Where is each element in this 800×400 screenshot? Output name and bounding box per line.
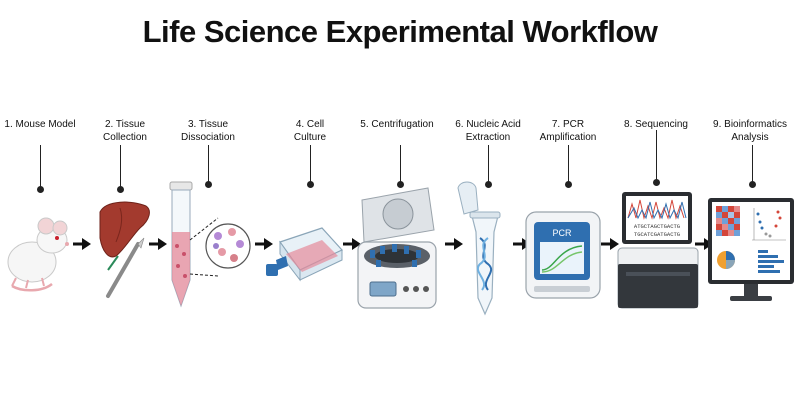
analysis-monitor-icon (708, 198, 794, 301)
step-label-sequencing: 8. Sequencing (624, 119, 688, 130)
mouse-icon (7, 217, 69, 292)
connector-line (117, 145, 124, 193)
volcano-plot-icon (752, 208, 786, 241)
sequence-line: TGCATCGATGACTG (634, 231, 680, 238)
flow-arrow-icon (149, 238, 167, 250)
page-title: Life Science Experimental Workflow (142, 14, 658, 49)
liver-scalpel-icon (99, 201, 150, 298)
connector-line (37, 145, 44, 193)
pie-chart-icon (717, 251, 735, 269)
step-label-mouse-model: 1. Mouse Model (4, 119, 76, 130)
connector-line (749, 145, 756, 188)
step-label-nucleic-acid-extraction: 6. Nucleic Acid Extraction (455, 119, 521, 143)
connector-line (485, 145, 492, 188)
connector-line (397, 145, 404, 188)
connector-line (653, 130, 660, 186)
flow-arrow-icon (343, 238, 361, 250)
step-label-pcr-amplification: 7. PCR Amplification (539, 119, 597, 143)
centrifuge-icon (357, 187, 437, 309)
heatmap-icon (716, 206, 740, 236)
step-label-centrifugation: 5. Centrifugation (360, 119, 434, 130)
pcr-machine-icon: PCR (525, 211, 601, 299)
flow-arrow-icon (255, 238, 273, 250)
step-label-tissue-dissociation: 3. Tissue Dissociation (181, 119, 235, 143)
step-label-tissue-collection: 2. Tissue Collection (103, 119, 147, 143)
culture-flask-icon (266, 227, 343, 282)
bar-chart-icon (758, 250, 784, 273)
flow-arrow-icon (601, 238, 619, 250)
step-label-bioinformatics-analysis: 9. Bioinformatics Analysis (713, 119, 787, 143)
flow-arrow-icon (445, 238, 463, 250)
sequence-line: ATGCTAGCTGACTG (634, 223, 680, 230)
connector-line (205, 145, 212, 188)
pcr-screen-label: PCR (552, 228, 572, 238)
flow-arrow-icon (73, 238, 91, 250)
step-label-cell-culture: 4. Cell Culture (293, 119, 327, 143)
connector-line (565, 145, 572, 188)
connector-line (307, 145, 314, 188)
tube-cells-icon (169, 181, 251, 308)
eppendorf-dna-icon (457, 181, 501, 316)
sequencer-icon: ATGCTAGCTGACTG TGCATCGATGACTG (617, 192, 699, 309)
